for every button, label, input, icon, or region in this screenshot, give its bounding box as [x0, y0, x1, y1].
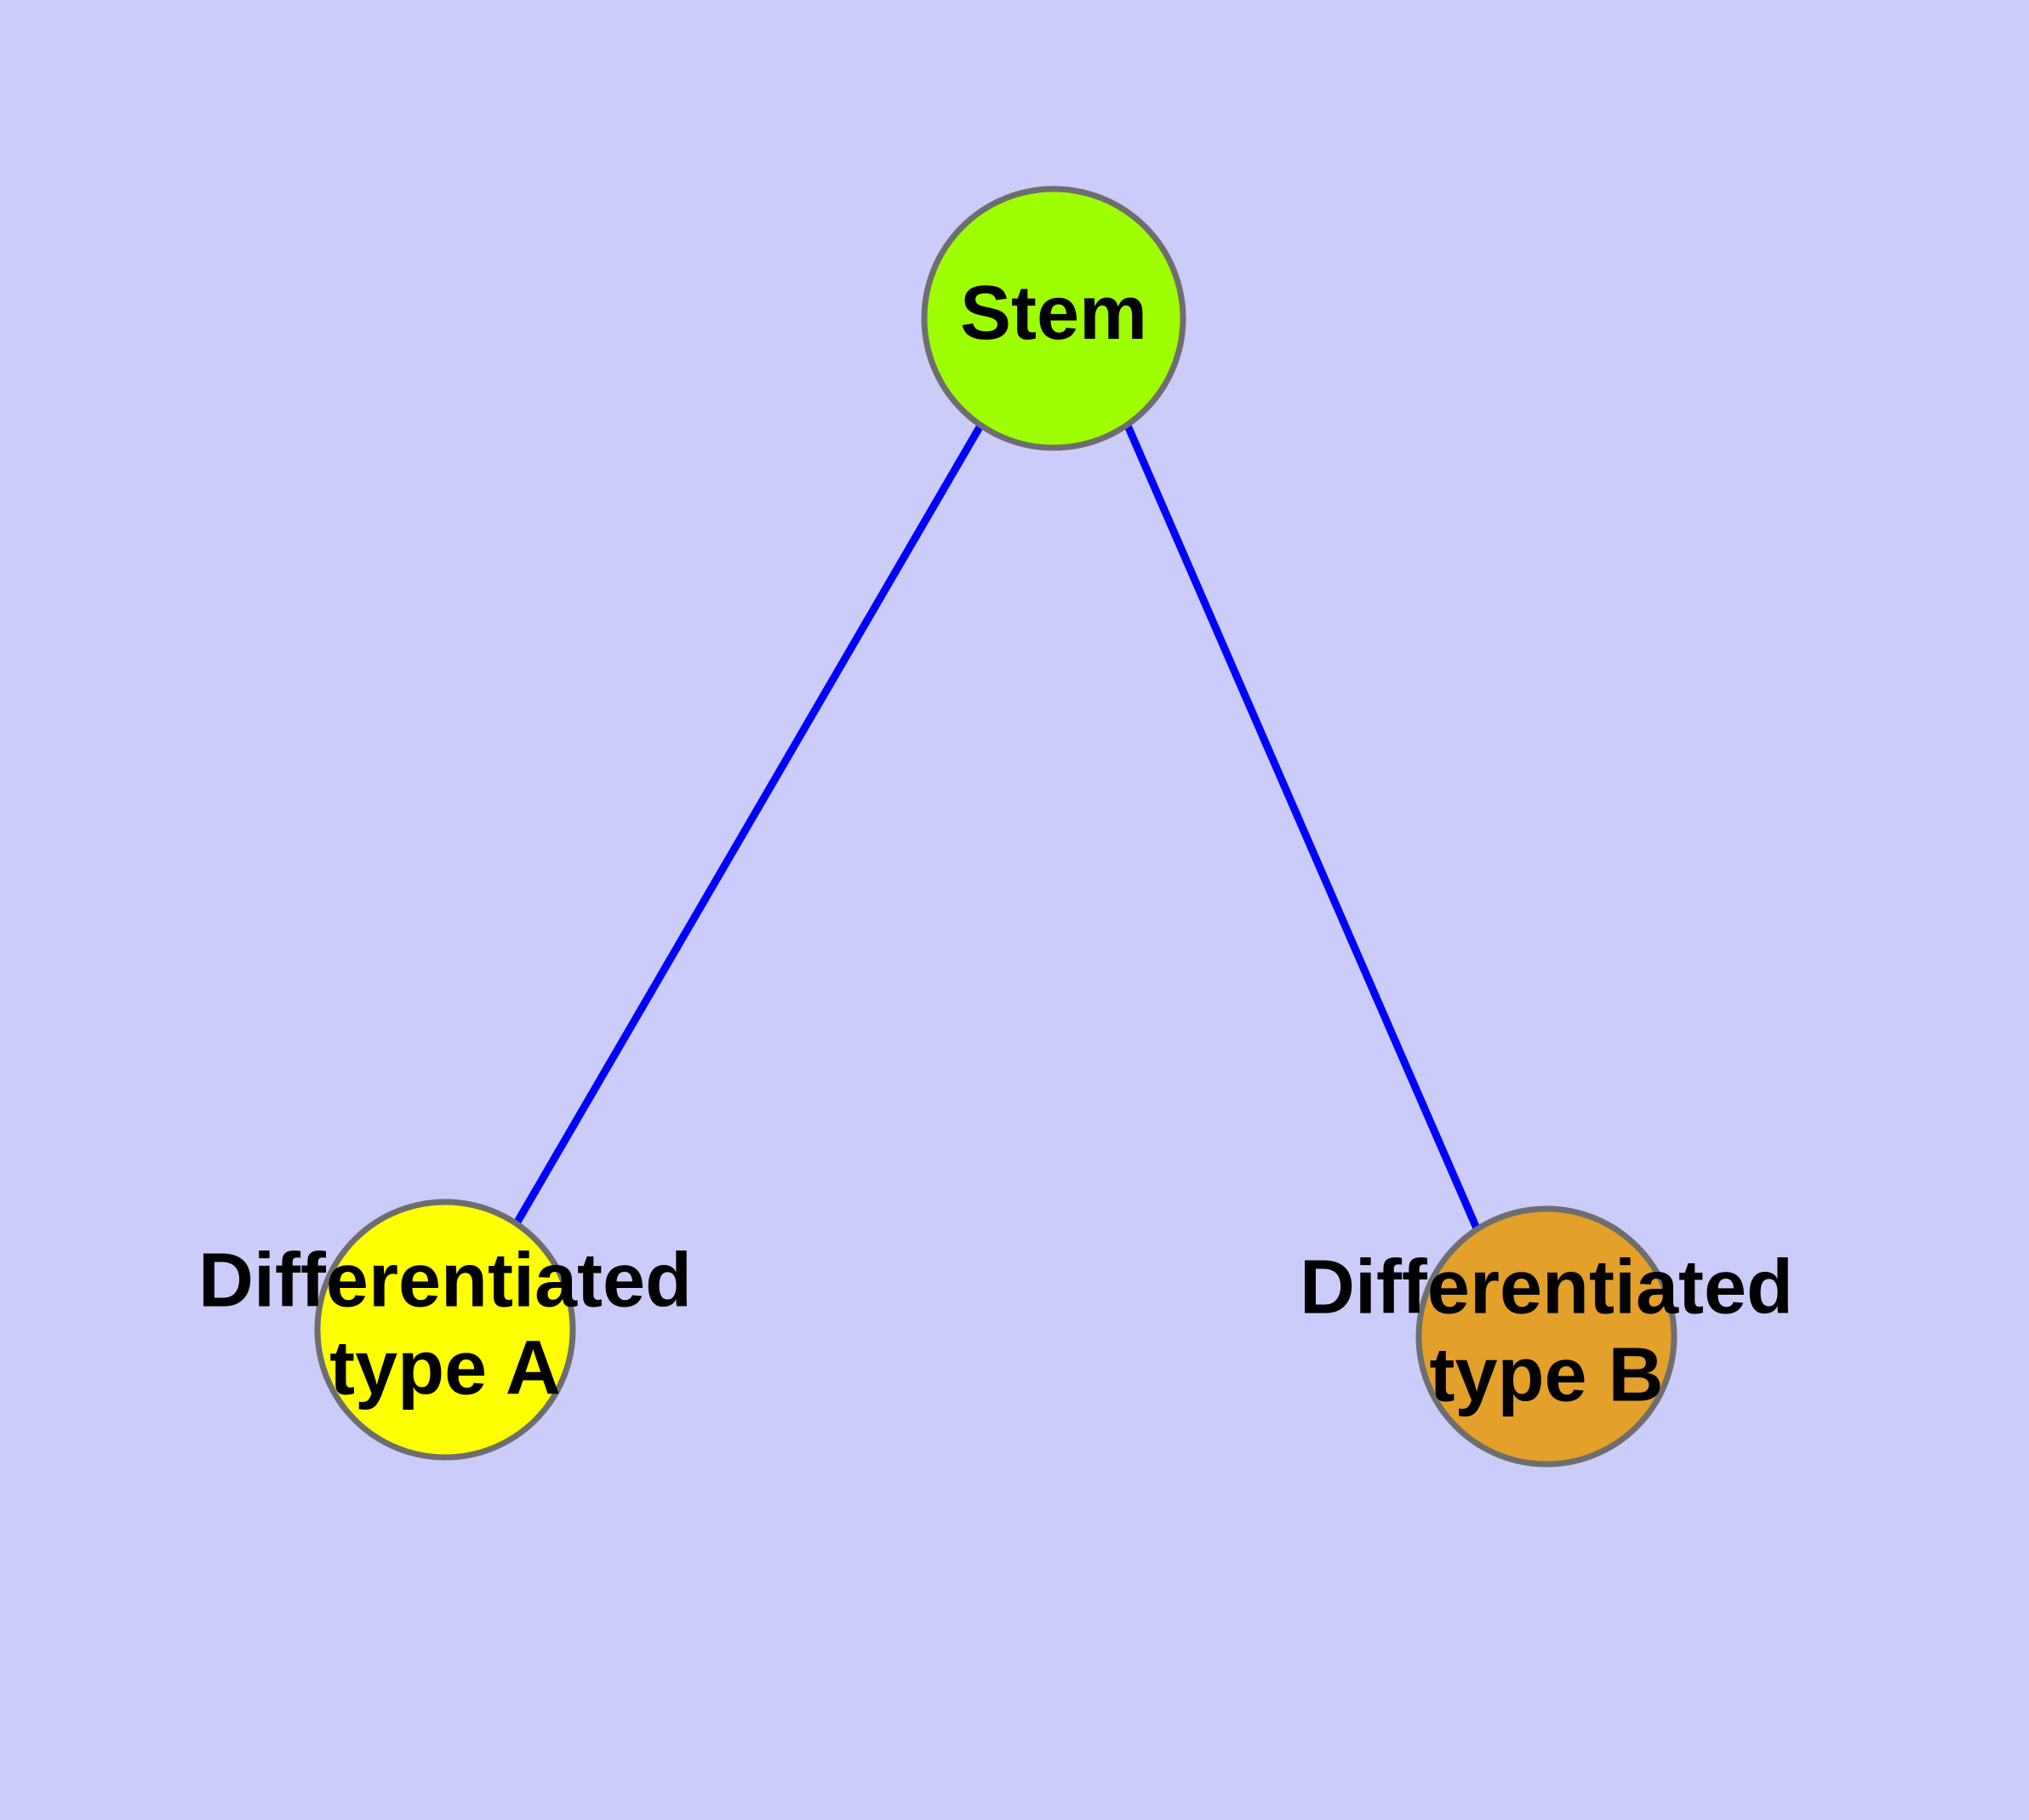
edge-stem-to-differentiated-type-b[interactable] [1123, 424, 1481, 1230]
node-stem-circle[interactable] [921, 186, 1186, 451]
edge-stem-to-differentiated-type-a[interactable] [513, 423, 984, 1226]
node-differentiated-type-b-circle[interactable] [1415, 1205, 1677, 1468]
node-stem[interactable]: Stem [921, 186, 1186, 451]
node-stem-label: Stem [960, 271, 1147, 356]
node-differentiated-type-a-circle[interactable] [314, 1199, 576, 1461]
edge-layer [513, 423, 1481, 1230]
